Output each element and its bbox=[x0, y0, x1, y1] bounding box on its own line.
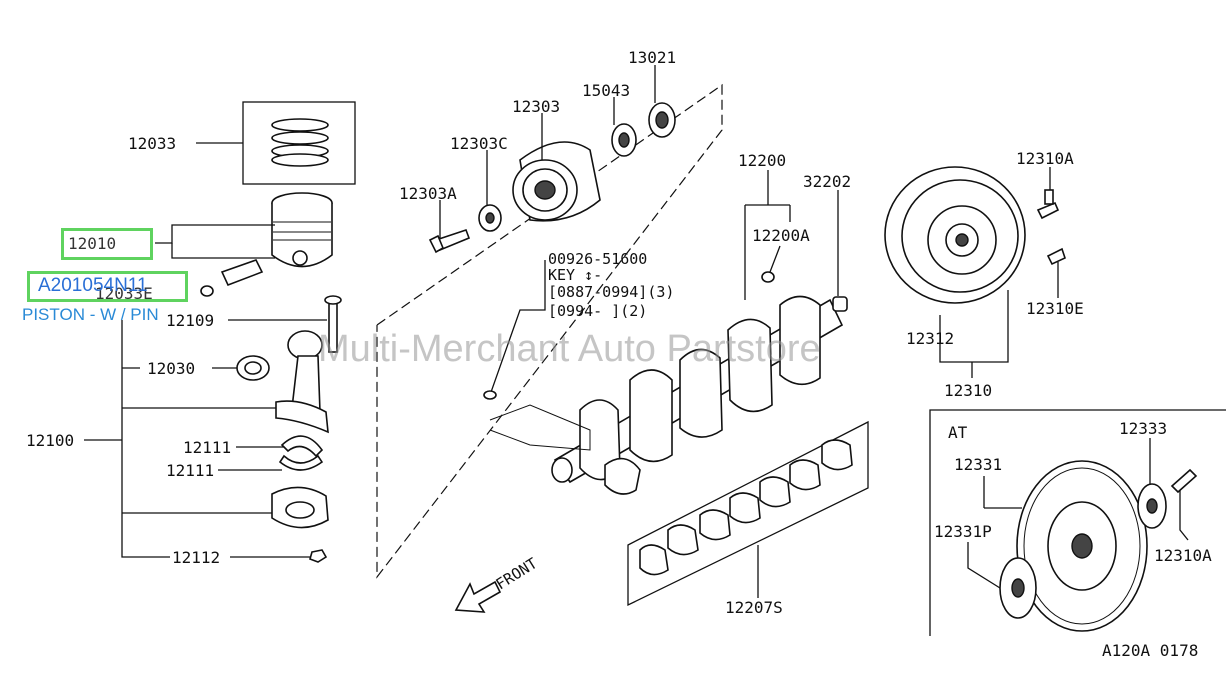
rod-nut[interactable] bbox=[309, 549, 328, 563]
highlight-box-part-number[interactable] bbox=[27, 271, 188, 302]
part-number-13021[interactable]: 13021 bbox=[628, 48, 676, 67]
part-number-12111-lower[interactable]: 12111 bbox=[166, 461, 214, 480]
key-note-line2: KEY ↕- bbox=[548, 266, 602, 284]
part-number-12310[interactable]: 12310 bbox=[944, 381, 992, 400]
highlighted-part-description: PISTON - W / PIN bbox=[22, 305, 159, 324]
pulley-washer[interactable] bbox=[478, 204, 502, 232]
crank-frame bbox=[376, 83, 723, 579]
drive-plate-spacer[interactable] bbox=[1137, 483, 1167, 529]
leader-12310A-bottom bbox=[1179, 490, 1189, 541]
part-number-12200[interactable]: 12200 bbox=[738, 151, 786, 170]
bracket-12310 bbox=[939, 290, 1009, 363]
leader-key bbox=[489, 260, 546, 396]
part-number-12010[interactable]: 12010 bbox=[68, 234, 116, 253]
key-detail bbox=[489, 404, 591, 451]
part-number-12109[interactable]: 12109 bbox=[166, 311, 214, 330]
at-box bbox=[929, 409, 1226, 636]
part-number-12200A[interactable]: 12200A bbox=[752, 226, 810, 245]
figure-code: A120A 0178 bbox=[1102, 641, 1198, 660]
part-number-12333[interactable]: 12333 bbox=[1119, 419, 1167, 438]
key-note-line4: [0994- ](2) bbox=[548, 302, 647, 320]
crank-sprocket[interactable] bbox=[648, 102, 676, 138]
crank-pulley[interactable] bbox=[512, 141, 601, 222]
main-bearing-set[interactable] bbox=[639, 439, 853, 576]
piston-ring-set[interactable] bbox=[242, 101, 356, 185]
connecting-rod-bushing[interactable] bbox=[236, 355, 270, 381]
part-number-15043[interactable]: 15043 bbox=[582, 81, 630, 100]
part-number-12310A-top[interactable]: 12310A bbox=[1016, 149, 1074, 168]
highlight-box-12010[interactable] bbox=[61, 228, 153, 260]
part-number-12100[interactable]: 12100 bbox=[26, 431, 74, 450]
rod-bearing-lower[interactable] bbox=[278, 454, 324, 471]
flywheel-mt[interactable] bbox=[884, 166, 1026, 304]
drive-plate-bolt[interactable] bbox=[1170, 468, 1198, 494]
crank-sprocket-spacer[interactable] bbox=[611, 123, 637, 157]
connecting-rod-bolt[interactable] bbox=[324, 295, 342, 353]
part-number-12033E[interactable]: 12033E bbox=[95, 284, 153, 303]
bracket-12100 bbox=[121, 320, 170, 558]
part-number-32202[interactable]: 32202 bbox=[803, 172, 851, 191]
key-note-line1: 00926-51600 bbox=[548, 250, 647, 268]
leader-12331P bbox=[967, 542, 1001, 589]
rod-cap[interactable] bbox=[271, 486, 329, 529]
part-number-12207S[interactable]: 12207S bbox=[725, 598, 783, 617]
pulley-bolt[interactable] bbox=[428, 228, 471, 254]
drive-plate[interactable] bbox=[1016, 460, 1148, 632]
piston-pin[interactable] bbox=[200, 259, 264, 297]
part-number-12303A[interactable]: 12303A bbox=[399, 184, 457, 203]
part-number-12312[interactable]: 12312 bbox=[906, 329, 954, 348]
part-number-12310A-bottom[interactable]: 12310A bbox=[1154, 546, 1212, 565]
part-number-12331[interactable]: 12331 bbox=[954, 455, 1002, 474]
main-bearing-box bbox=[627, 420, 869, 607]
crankshaft-key[interactable] bbox=[761, 271, 775, 283]
piston[interactable] bbox=[271, 192, 333, 268]
flywheel-dowel[interactable] bbox=[1046, 247, 1066, 266]
pilot-bushing[interactable] bbox=[832, 296, 848, 312]
part-number-12033[interactable]: 12033 bbox=[128, 134, 176, 153]
connecting-rod[interactable] bbox=[275, 330, 329, 434]
flywheel-bolt-top[interactable] bbox=[1036, 189, 1060, 220]
part-number-12331P[interactable]: 12331P bbox=[934, 522, 992, 541]
front-arrow-icon bbox=[454, 580, 502, 613]
part-number-12112[interactable]: 12112 bbox=[172, 548, 220, 567]
part-number-12030[interactable]: 12030 bbox=[147, 359, 195, 378]
crankshaft[interactable] bbox=[551, 295, 844, 495]
woodruff-key[interactable] bbox=[483, 390, 497, 400]
drive-plate-reinforcement[interactable] bbox=[999, 557, 1037, 619]
highlighted-part-number[interactable]: A201054N11 bbox=[38, 275, 148, 296]
part-number-12303C[interactable]: 12303C bbox=[450, 134, 508, 153]
part-number-12310E[interactable]: 12310E bbox=[1026, 299, 1084, 318]
front-label: FRONT bbox=[493, 554, 541, 593]
rod-bearing-upper[interactable] bbox=[280, 435, 324, 458]
at-label: AT bbox=[948, 423, 968, 442]
part-number-12111-upper[interactable]: 12111 bbox=[183, 438, 231, 457]
leader-12010b bbox=[171, 243, 275, 259]
key-note-line3: [0887-0994](3) bbox=[548, 283, 674, 301]
leader-12010a bbox=[155, 224, 275, 244]
part-number-12303[interactable]: 12303 bbox=[512, 97, 560, 116]
